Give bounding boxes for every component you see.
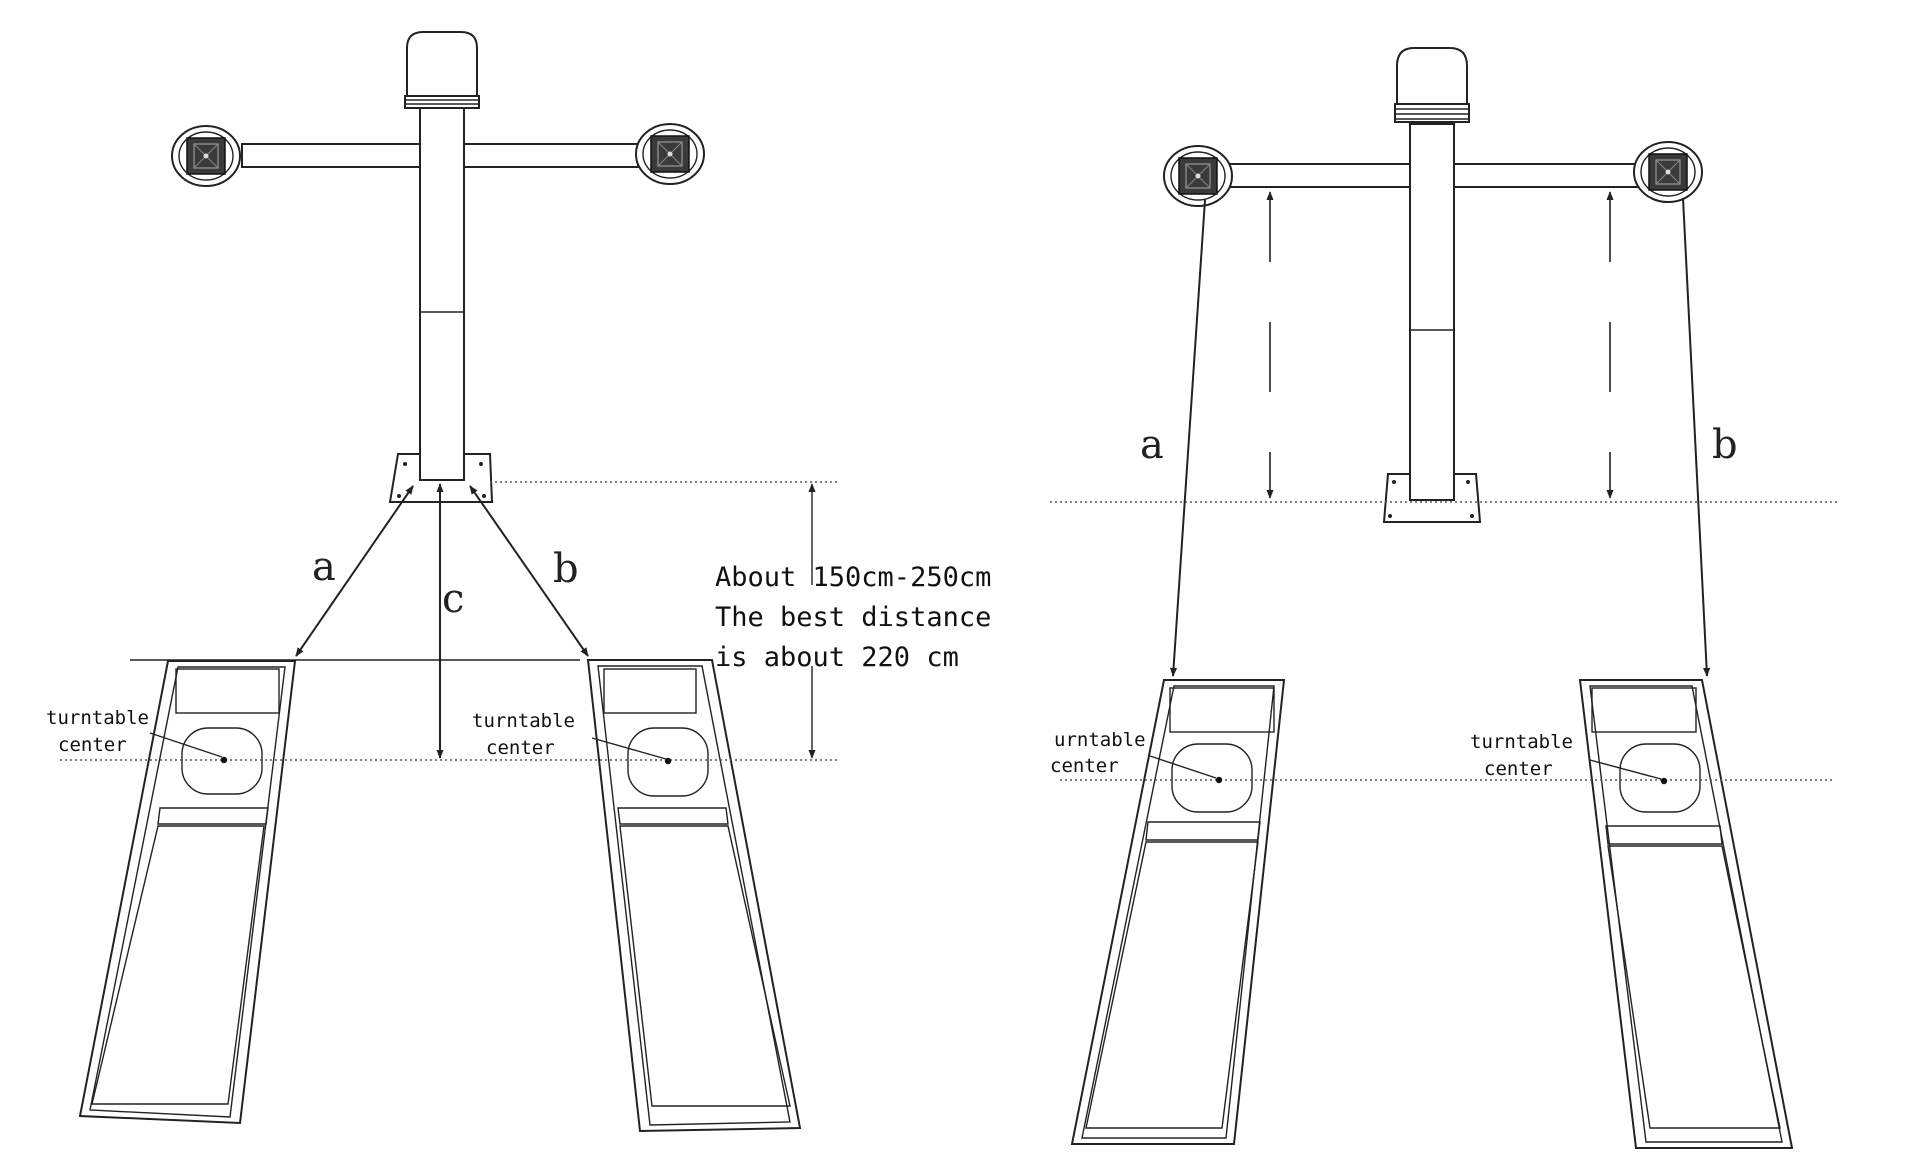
left-turntable-dot-left bbox=[220, 756, 228, 764]
right-arrow-a bbox=[1169, 199, 1206, 677]
left-runway-right bbox=[586, 659, 802, 1133]
distance-note-line1: About 150cm-250cm bbox=[715, 562, 991, 593]
left-turntable-dot-right bbox=[664, 757, 672, 765]
right-turntable-label-left-2: center bbox=[1050, 755, 1119, 777]
right-label-b: b bbox=[1712, 422, 1738, 468]
right-arrow-b bbox=[1682, 197, 1711, 677]
right-label-a: a bbox=[1140, 422, 1164, 468]
left-camera-right bbox=[635, 123, 705, 185]
distance-note-line2: The best distance bbox=[715, 602, 991, 633]
right-camera-left bbox=[1163, 145, 1233, 207]
left-turntable-label-right-1: turntable bbox=[472, 710, 575, 732]
right-camera-right bbox=[1633, 141, 1703, 203]
right-right-turntable-plate bbox=[1619, 743, 1701, 813]
right-panel: a b urntable center turntable center bbox=[1050, 47, 1840, 1149]
left-turntable-label-right-2: center bbox=[486, 737, 555, 759]
right-left-turntable-plate bbox=[1171, 743, 1253, 813]
left-panel: a b c About 150cm-250cm The best distanc… bbox=[46, 31, 991, 1133]
right-leader-right bbox=[1589, 759, 1662, 780]
left-column-head bbox=[406, 31, 478, 97]
right-turntable-plate bbox=[627, 727, 709, 797]
right-column bbox=[1409, 123, 1455, 501]
right-turntable-label-right-2: center bbox=[1484, 758, 1553, 780]
left-aligner-tower bbox=[171, 31, 705, 503]
left-turntable-label-left-1: turntable bbox=[46, 707, 149, 729]
right-turntable-dot-left bbox=[1215, 776, 1223, 784]
right-leader-left bbox=[1149, 755, 1217, 779]
left-label-b: b bbox=[553, 546, 579, 592]
right-turntable-label-left-1: urntable bbox=[1054, 729, 1146, 751]
left-runway-left bbox=[78, 660, 297, 1125]
left-label-a: a bbox=[312, 544, 336, 590]
left-leader-right bbox=[591, 737, 667, 760]
right-turntable-label-right-1: turntable bbox=[1470, 731, 1573, 753]
left-arrow-a bbox=[295, 485, 414, 657]
left-label-c: c bbox=[442, 576, 464, 622]
distance-note-line3: is about 220 cm bbox=[715, 642, 959, 673]
right-column-head bbox=[1396, 47, 1468, 105]
left-turntable-plate bbox=[181, 727, 263, 795]
right-runway-left bbox=[1070, 679, 1286, 1145]
left-camera-left bbox=[171, 125, 241, 187]
left-column bbox=[419, 105, 465, 481]
right-aligner-tower bbox=[1163, 47, 1703, 523]
right-turntable-dot-right bbox=[1660, 777, 1668, 785]
left-turntable-label-left-2: center bbox=[58, 734, 127, 756]
right-runway-right bbox=[1578, 679, 1794, 1149]
left-leader-left bbox=[149, 732, 223, 758]
left-arrow-b bbox=[469, 485, 589, 657]
